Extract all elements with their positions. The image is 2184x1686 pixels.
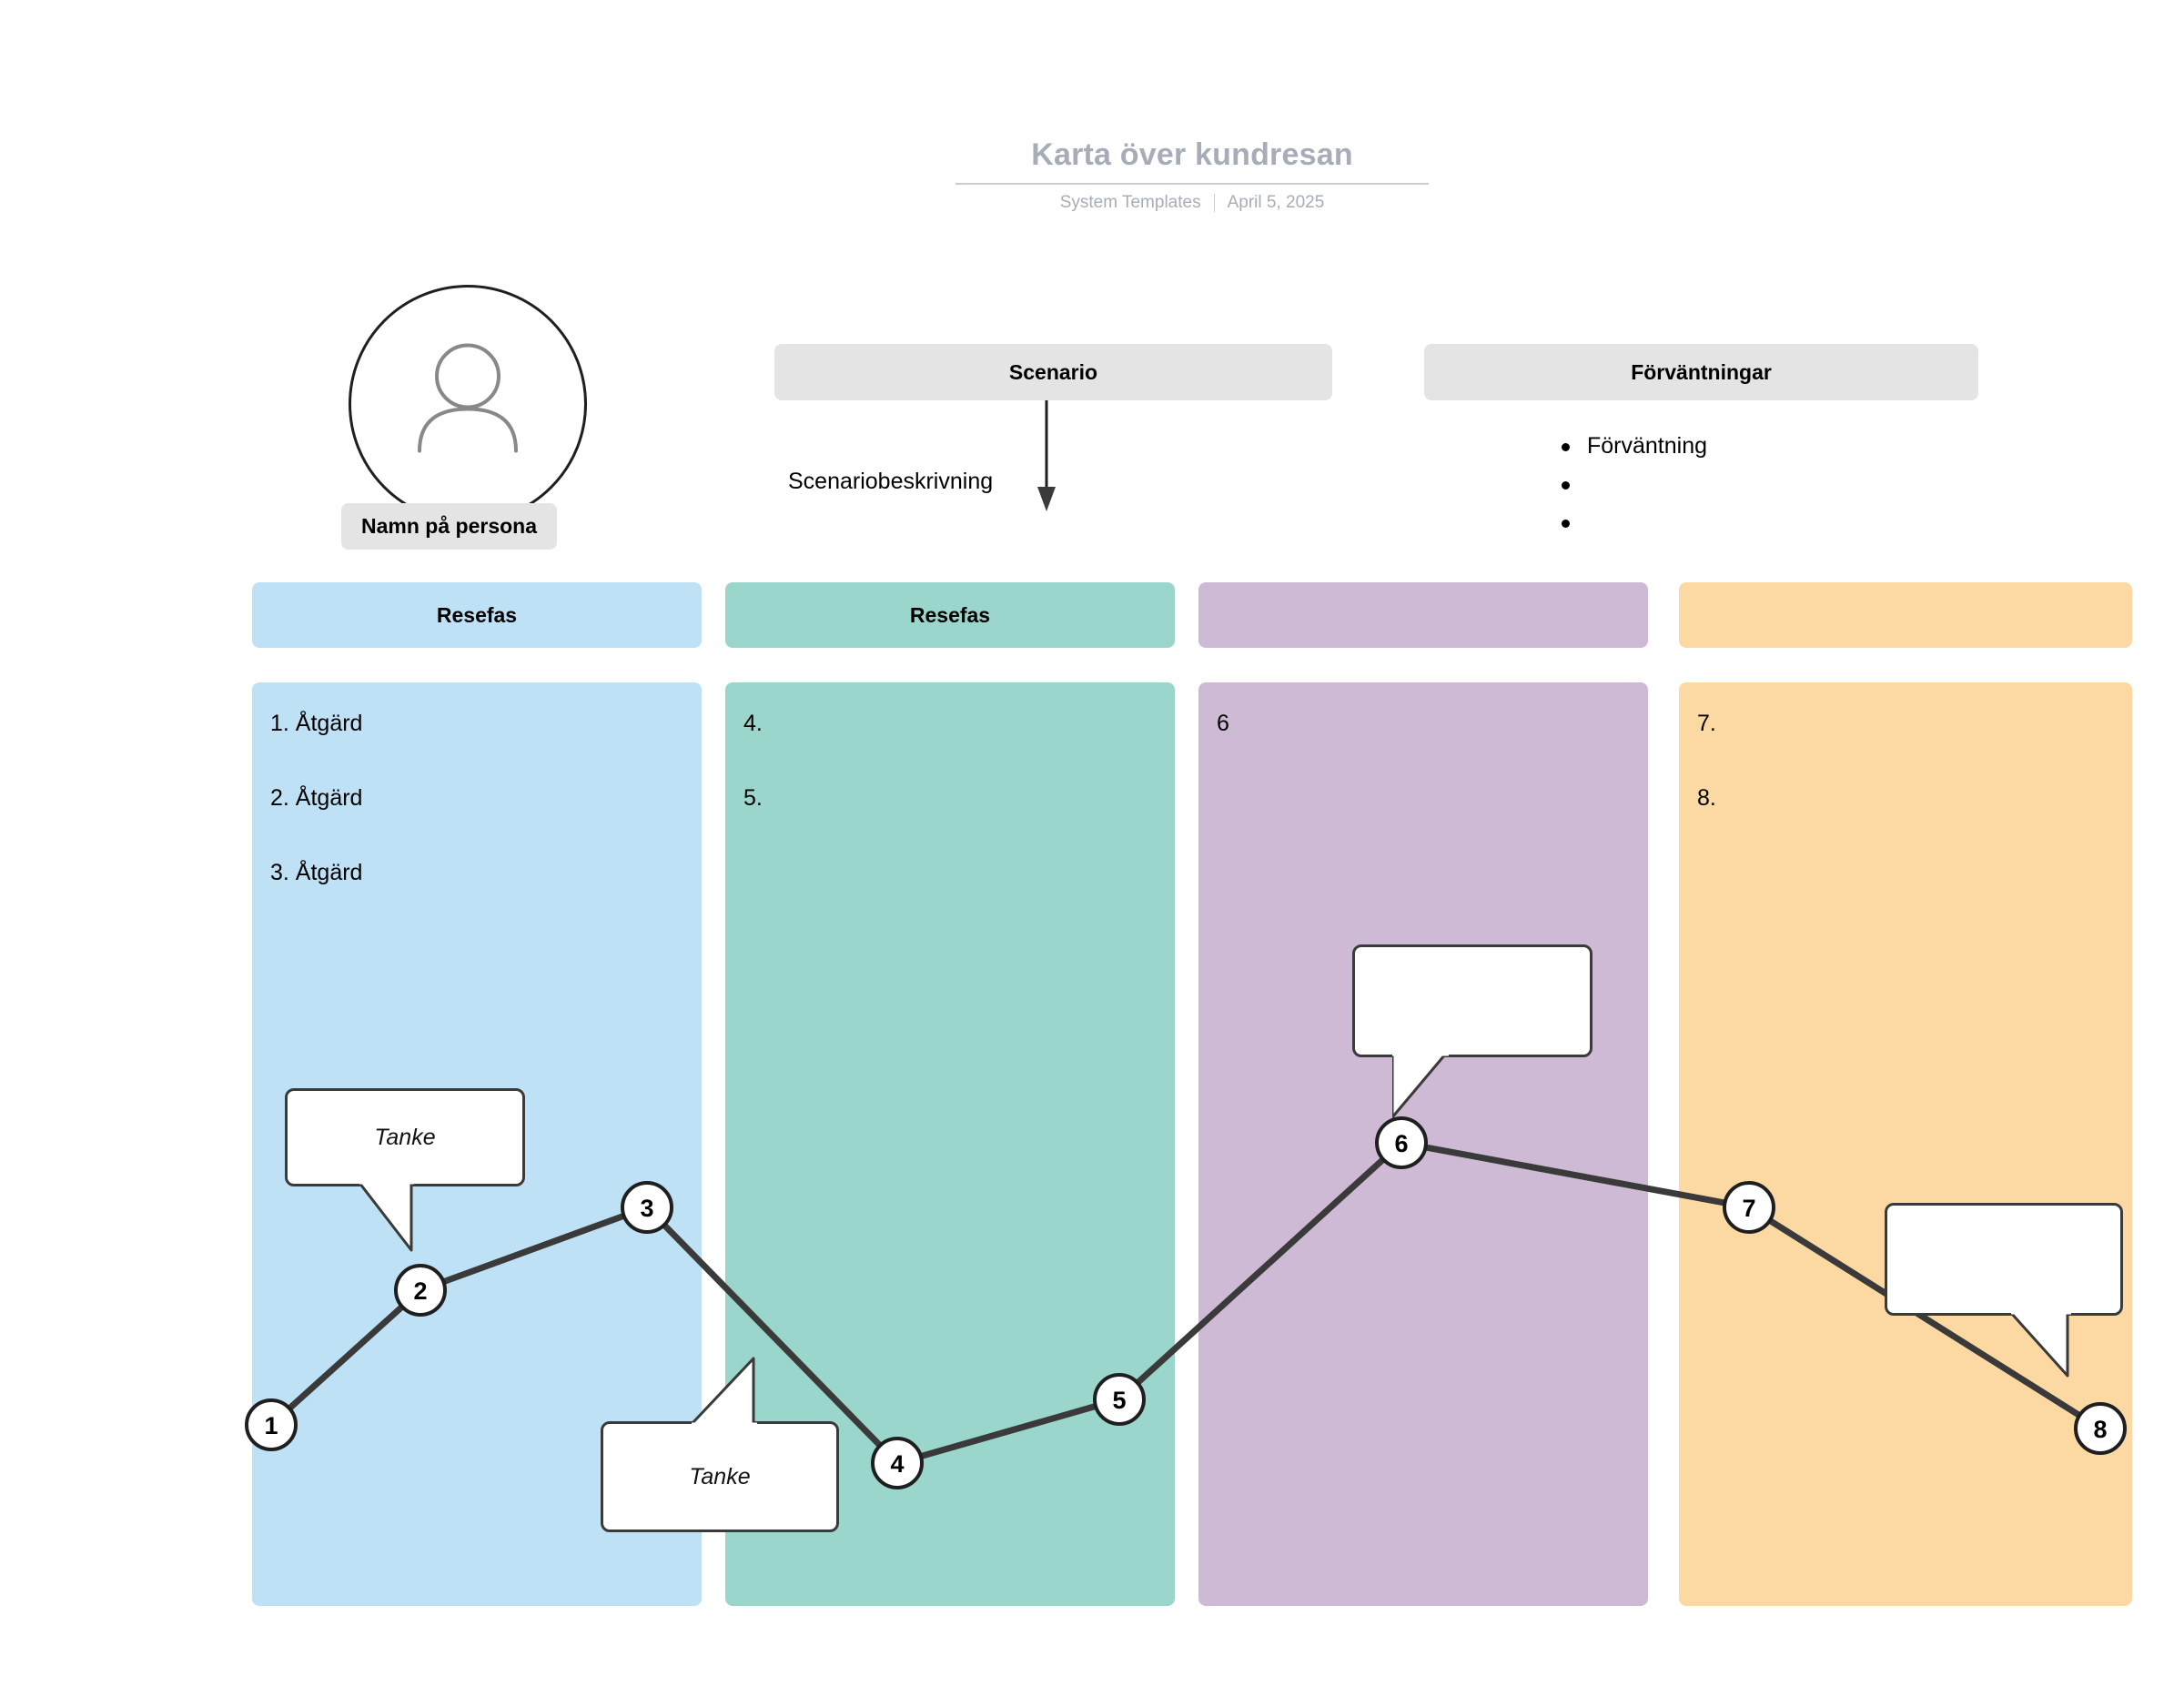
list-item[interactable] (1547, 509, 1938, 547)
phase-header-4[interactable] (1679, 582, 2132, 648)
document-source: System Templates (1059, 192, 1201, 212)
action-list-1: 1. Åtgärd 2. Åtgärd 3. Åtgärd (270, 708, 689, 932)
expectations-list: Förväntning (1547, 432, 1938, 547)
phase-header-2[interactable]: Resefas (725, 582, 1175, 648)
page-title: Karta över kundresan (956, 136, 1429, 185)
thought-bubble-text: Tanke (374, 1124, 436, 1150)
document-date: April 5, 2025 (1227, 192, 1325, 212)
thought-bubble-4[interactable] (1885, 1203, 2123, 1316)
action-list-2: 4. 5. (743, 708, 1162, 857)
action-item[interactable]: 4. (743, 711, 763, 736)
phase-column-3: 6 (1198, 682, 1648, 1606)
avatar (349, 285, 587, 523)
down-arrow-icon (1033, 400, 1060, 514)
action-list-4: 7. 8. (1697, 708, 2119, 857)
scenario-heading: Scenario (774, 344, 1332, 400)
persona-block: Namn på persona (341, 285, 594, 550)
thought-bubble-text: Tanke (689, 1463, 751, 1489)
list-item[interactable]: Förväntning (1547, 432, 1938, 470)
thought-bubble-1[interactable]: Tanke (285, 1088, 525, 1186)
person-avatar-icon (399, 328, 536, 469)
thought-bubble-3[interactable] (1352, 944, 1592, 1057)
list-item[interactable] (1547, 470, 1938, 509)
action-list-3: 6 (1217, 708, 1635, 782)
subheader-divider (1213, 193, 1215, 212)
phase-column-4: 7. 8. (1679, 682, 2132, 1606)
persona-name-label[interactable]: Namn på persona (341, 503, 557, 550)
action-item[interactable]: 1. Åtgärd (270, 711, 363, 736)
action-item[interactable]: 3. Åtgärd (270, 860, 363, 885)
action-item[interactable]: 5. (743, 785, 763, 811)
action-item[interactable]: 7. (1697, 711, 1716, 736)
scenario-description[interactable]: Scenariobeskrivning (788, 469, 994, 494)
phase-header-3[interactable] (1198, 582, 1648, 648)
document-header: Karta över kundresan System Templates Ap… (956, 136, 1429, 213)
action-item[interactable]: 8. (1697, 785, 1716, 811)
phase-header-1[interactable]: Resefas (252, 582, 702, 648)
document-subheader: System Templates April 5, 2025 (956, 193, 1429, 213)
action-item[interactable]: 2. Åtgärd (270, 785, 363, 811)
action-item[interactable]: 6 (1217, 711, 1229, 736)
thought-bubble-2[interactable]: Tanke (601, 1421, 839, 1532)
expectations-heading: Förväntningar (1424, 344, 1978, 400)
